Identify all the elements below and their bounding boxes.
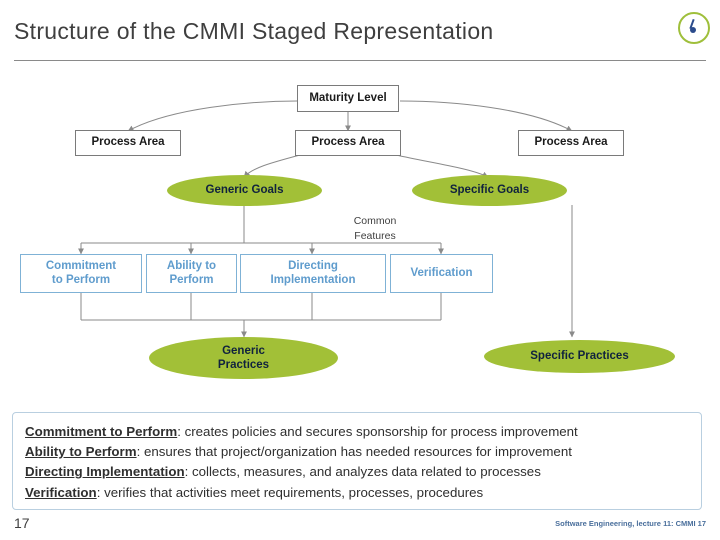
legend-term-1: Commitment to Perform xyxy=(25,424,178,439)
legend-line-3: Directing Implementation: collects, meas… xyxy=(25,462,689,482)
legend-panel: Commitment to Perform: creates policies … xyxy=(12,412,702,510)
specific-practices-ellipse[interactable]: Specific Practices xyxy=(484,340,675,373)
process-area-box-1[interactable]: Process Area xyxy=(75,130,181,156)
circle-logo-icon xyxy=(678,12,710,44)
generic-practices-line-2: Practices xyxy=(217,359,270,371)
feature-box-ability-to-perform[interactable]: Ability to Perform xyxy=(146,254,237,293)
common-features-label: Common Features xyxy=(324,214,426,243)
feature-line-2: Perform xyxy=(169,273,214,286)
feature-line-1: Ability to xyxy=(166,260,217,273)
generic-goals-ellipse[interactable]: Generic Goals xyxy=(167,175,322,206)
page-number: 17 xyxy=(14,515,30,531)
legend-text-4: : verifies that activities meet requirem… xyxy=(96,484,484,500)
legend-text-2: : ensures that project/organization has … xyxy=(136,444,572,460)
feature-line-1: Commitment xyxy=(45,260,117,273)
feature-box-verification[interactable]: Verification xyxy=(390,254,493,293)
common-features-line-2: Features xyxy=(354,229,396,242)
specific-goals-ellipse[interactable]: Specific Goals xyxy=(412,175,567,206)
feature-line-2: to Perform xyxy=(51,273,111,286)
title-divider xyxy=(14,60,706,61)
legend-line-2: Ability to Perform: ensures that project… xyxy=(25,442,689,462)
process-area-box-3[interactable]: Process Area xyxy=(518,130,624,156)
feature-box-commitment-to-perform[interactable]: Commitment to Perform xyxy=(20,254,142,293)
legend-term-4: Verification xyxy=(25,484,97,500)
generic-practices-line-1: Generic xyxy=(222,344,265,357)
page-title: Structure of the CMMI Staged Representat… xyxy=(14,18,494,44)
generic-practices-ellipse[interactable]: Generic Practices xyxy=(149,337,338,379)
maturity-level-box[interactable]: Maturity Level xyxy=(297,85,399,112)
feature-box-directing-implementation[interactable]: Directing Implementation xyxy=(240,254,386,293)
feature-line-2: Implementation xyxy=(270,273,356,286)
process-area-box-2[interactable]: Process Area xyxy=(295,130,401,156)
legend-term-2: Ability to Perform xyxy=(25,444,137,460)
legend-text-3: : collects, measures, and analyzes data … xyxy=(184,464,541,480)
legend-line-4: Verification: verifies that activities m… xyxy=(25,483,689,503)
common-features-line-1: Common xyxy=(353,215,397,227)
legend-text-1: : creates policies and secures sponsorsh… xyxy=(177,424,578,439)
footer-text: Software Engineering, lecture 11: CMMI 1… xyxy=(555,519,706,528)
legend-line-1: Commitment to Perform: creates policies … xyxy=(25,422,689,442)
legend-term-3: Directing Implementation xyxy=(25,464,185,480)
feature-line-1: Directing xyxy=(288,260,338,273)
